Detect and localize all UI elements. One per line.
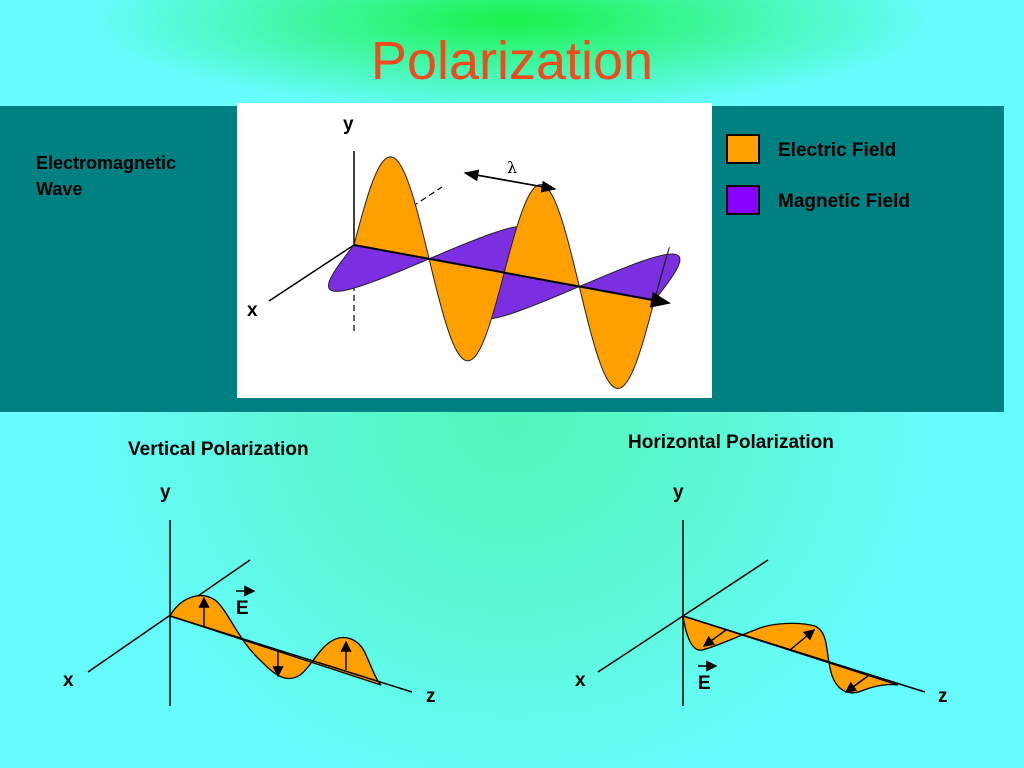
- magnetic-lobe: [577, 253, 681, 301]
- electric-field-wave: [353, 156, 670, 389]
- em-wave-figure: y x λ: [237, 103, 712, 398]
- electric-lobe: [428, 258, 505, 362]
- magnetic-lobe: [327, 244, 431, 292]
- wave-y-label: y: [343, 114, 354, 135]
- x-axis-line: [268, 244, 355, 302]
- electric-lobe: [353, 156, 430, 260]
- legend-magnetic-label: Magnetic Field: [778, 191, 910, 212]
- em-wave-label: Electromagnetic Wave: [36, 153, 177, 199]
- wave-x-label: x: [247, 300, 258, 321]
- lambda-label: λ: [507, 158, 517, 177]
- horizontal-polarization-title: Horizontal Polarization: [628, 432, 834, 453]
- propagation-axis: [353, 244, 671, 308]
- magnetic-field-swatch: [726, 185, 760, 215]
- em-wave-svg: y x λ: [247, 114, 681, 389]
- vertical-polarization-title: Vertical Polarization: [128, 439, 309, 460]
- legend-electric-label: Electric Field: [778, 140, 897, 161]
- electric-field-swatch: [726, 134, 760, 164]
- electric-lobe: [578, 285, 656, 389]
- electric-lobe: [653, 247, 670, 301]
- page-title: Polarization: [370, 31, 654, 91]
- electric-lobe: [503, 184, 580, 288]
